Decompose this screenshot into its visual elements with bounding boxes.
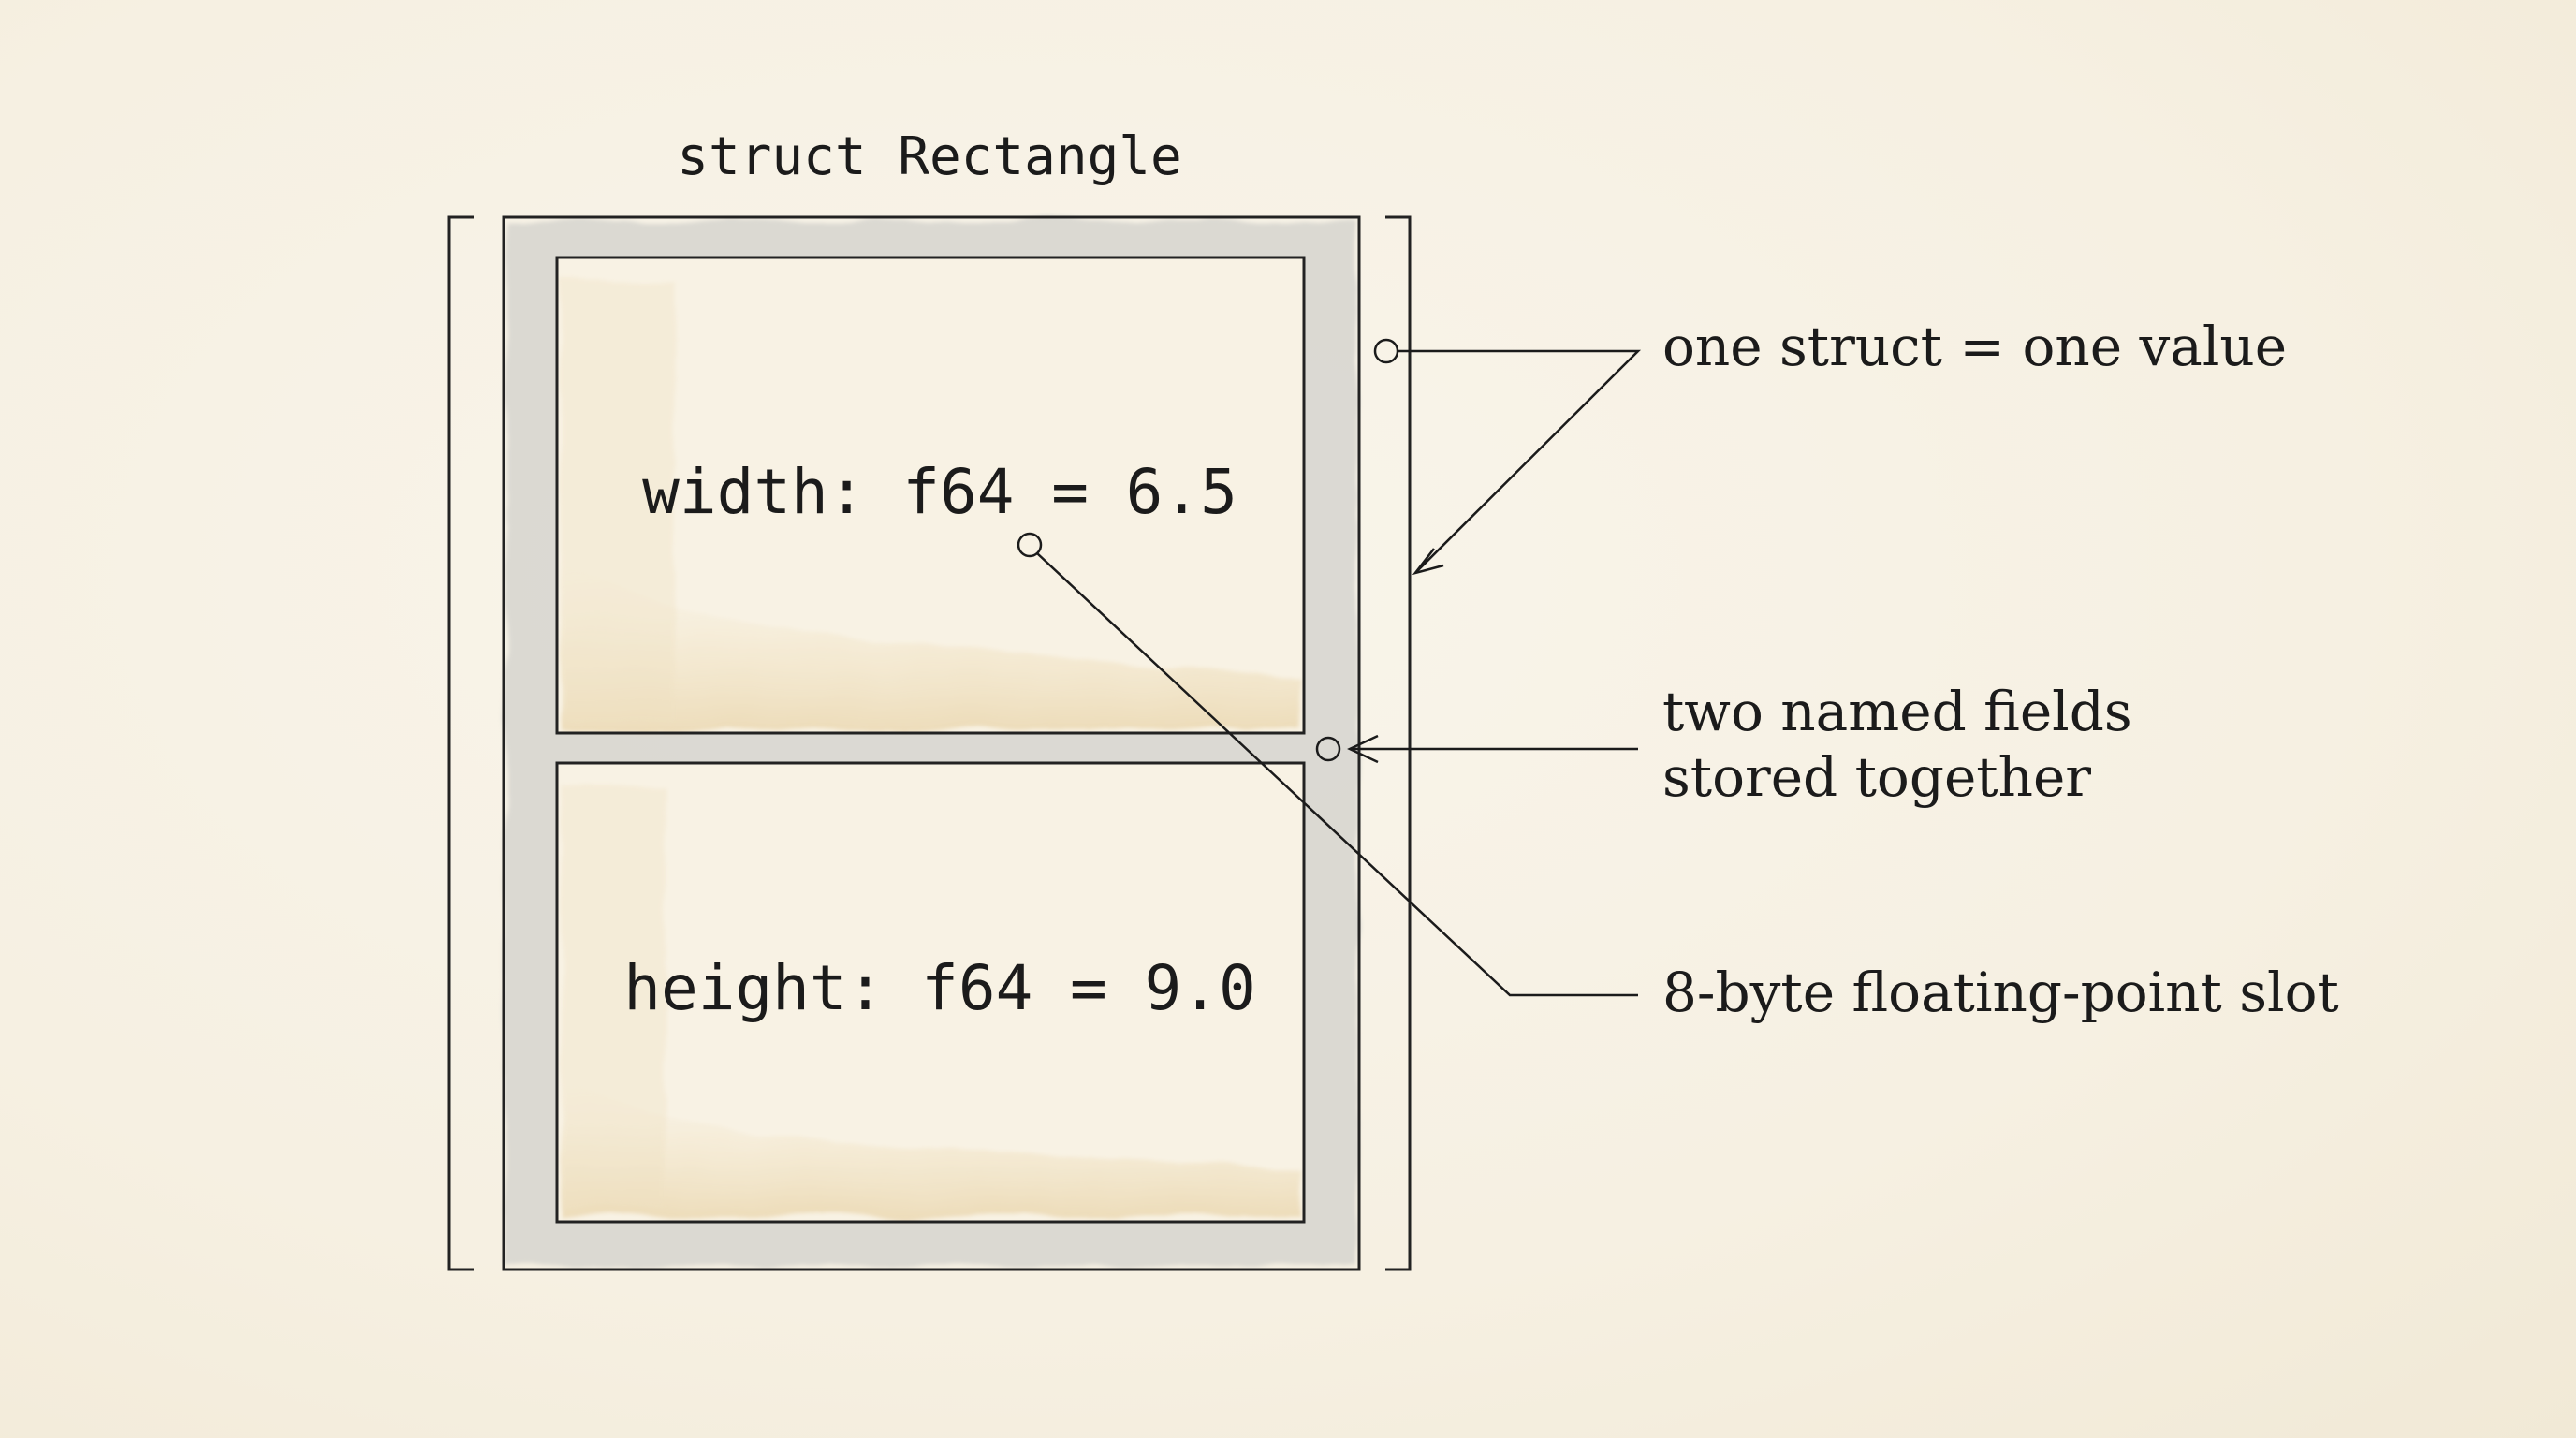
field-height-label: height: f64 = 9.0 [623, 952, 1256, 1024]
fields-arrowhead [1347, 734, 1379, 764]
slot-anchor-circle [1017, 532, 1043, 558]
field-width-label: width: f64 = 6.5 [642, 456, 1237, 528]
annotation-slot: 8-byte floating-point slot [1662, 961, 2339, 1024]
struct-frame-outline [502, 215, 1361, 1271]
annotation-two-fields-line1: two named fields [1662, 680, 2132, 743]
struct-anchor-circle [1373, 338, 1399, 364]
field-cells [557, 257, 1304, 1222]
leader-lines [1017, 338, 1642, 997]
slot-leader [1036, 552, 1638, 997]
struct-arrowhead [1412, 548, 1444, 576]
annotation-one-struct: one struct = one value [1662, 315, 2287, 378]
struct-title: struct Rectangle [677, 126, 1181, 187]
struct-leader [1398, 349, 1642, 574]
annotation-two-fields: two named fields stored together [1662, 680, 2149, 809]
separator-anchor-circle [1315, 736, 1341, 762]
annotation-two-fields-line2: stored together [1662, 745, 2091, 809]
outer-brackets [447, 215, 1412, 1271]
